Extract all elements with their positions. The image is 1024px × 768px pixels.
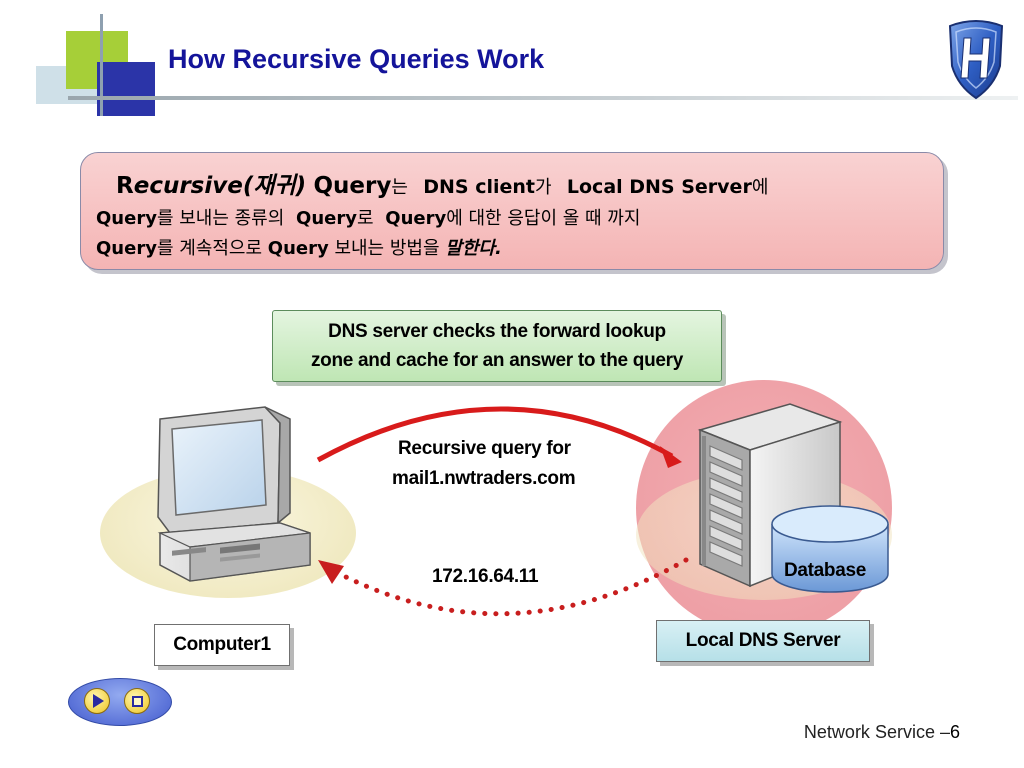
note-line-1: DNS server checks the forward lookup xyxy=(328,321,666,342)
definition-query: Query xyxy=(385,208,447,229)
server-check-note: DNS server checks the forward lookup zon… xyxy=(272,310,722,382)
definition-line-1: Recursive(재귀) Query는 DNS client가 Local D… xyxy=(116,166,768,200)
server-nameplate: Local DNS Server xyxy=(656,620,870,662)
definition-line-2: Query를 보내는 종류의 Query로 Query에 대한 응답이 올 때 … xyxy=(96,204,640,230)
database-label: Database xyxy=(783,560,867,581)
play-icon xyxy=(93,694,104,708)
definition-query: Query xyxy=(296,208,357,229)
definition-query: Query xyxy=(96,208,157,229)
stop-button[interactable] xyxy=(124,688,150,714)
footer-text: Network Service – xyxy=(803,722,950,742)
definition-local-dns-server: Local DNS Server xyxy=(566,176,752,198)
definition-query: Query xyxy=(267,238,329,259)
definition-query: Query xyxy=(96,238,157,259)
slide-footer: Network Service –6 xyxy=(804,722,960,743)
definition-dns-client: DNS client xyxy=(423,176,536,198)
header-horizontal-rule xyxy=(68,96,1018,100)
stop-icon xyxy=(131,695,143,707)
query-label-line-2: mail1.nwtraders.com xyxy=(392,468,576,489)
answer-arrowhead xyxy=(318,560,344,584)
slide-title: How Recursive Queries Work xyxy=(168,44,545,74)
shield-h-logo-icon xyxy=(948,20,1004,100)
answer-arrow xyxy=(337,557,689,617)
server-tower-icon xyxy=(697,403,889,593)
note-line-2: zone and cache for an answer to the quer… xyxy=(310,350,683,371)
computer-nameplate: Computer1 xyxy=(154,624,290,666)
definition-josa: 가 xyxy=(535,177,552,198)
definition-text: 를 보내는 종류의 xyxy=(156,208,285,229)
definition-query: Query xyxy=(313,173,392,199)
play-button[interactable] xyxy=(84,688,110,714)
answer-ip-label: 172.16.64.11 xyxy=(432,566,539,587)
header-decor-blue xyxy=(97,62,155,116)
definition-josa: 는 xyxy=(391,177,408,198)
definition-text: 로 xyxy=(356,208,374,229)
server-label: Local DNS Server xyxy=(685,630,841,651)
definition-text: 를 계속적으로 xyxy=(156,238,263,259)
definition-emphasis: 말한다. xyxy=(445,238,502,259)
definition-box xyxy=(80,152,944,270)
definition-text: 에 대한 응답이 올 때 까지 xyxy=(446,208,641,229)
recursive-query-arrow xyxy=(316,406,674,463)
page-number: 6 xyxy=(949,722,960,742)
recursive-query-arrowhead xyxy=(660,446,682,468)
desktop-computer-icon xyxy=(157,406,311,582)
definition-recursive: ecursive(재귀) xyxy=(133,173,307,199)
definition-josa: 에 xyxy=(751,177,769,198)
definition-text: 보내는 방법을 xyxy=(334,238,440,259)
definition-line-3: Query를 계속적으로 Query 보내는 방법을 말한다. xyxy=(96,234,502,260)
query-label-line-1: Recursive query for xyxy=(398,438,571,459)
computer-label: Computer1 xyxy=(173,634,271,655)
definition-r: R xyxy=(116,173,134,199)
header-vertical-rule xyxy=(100,14,103,116)
